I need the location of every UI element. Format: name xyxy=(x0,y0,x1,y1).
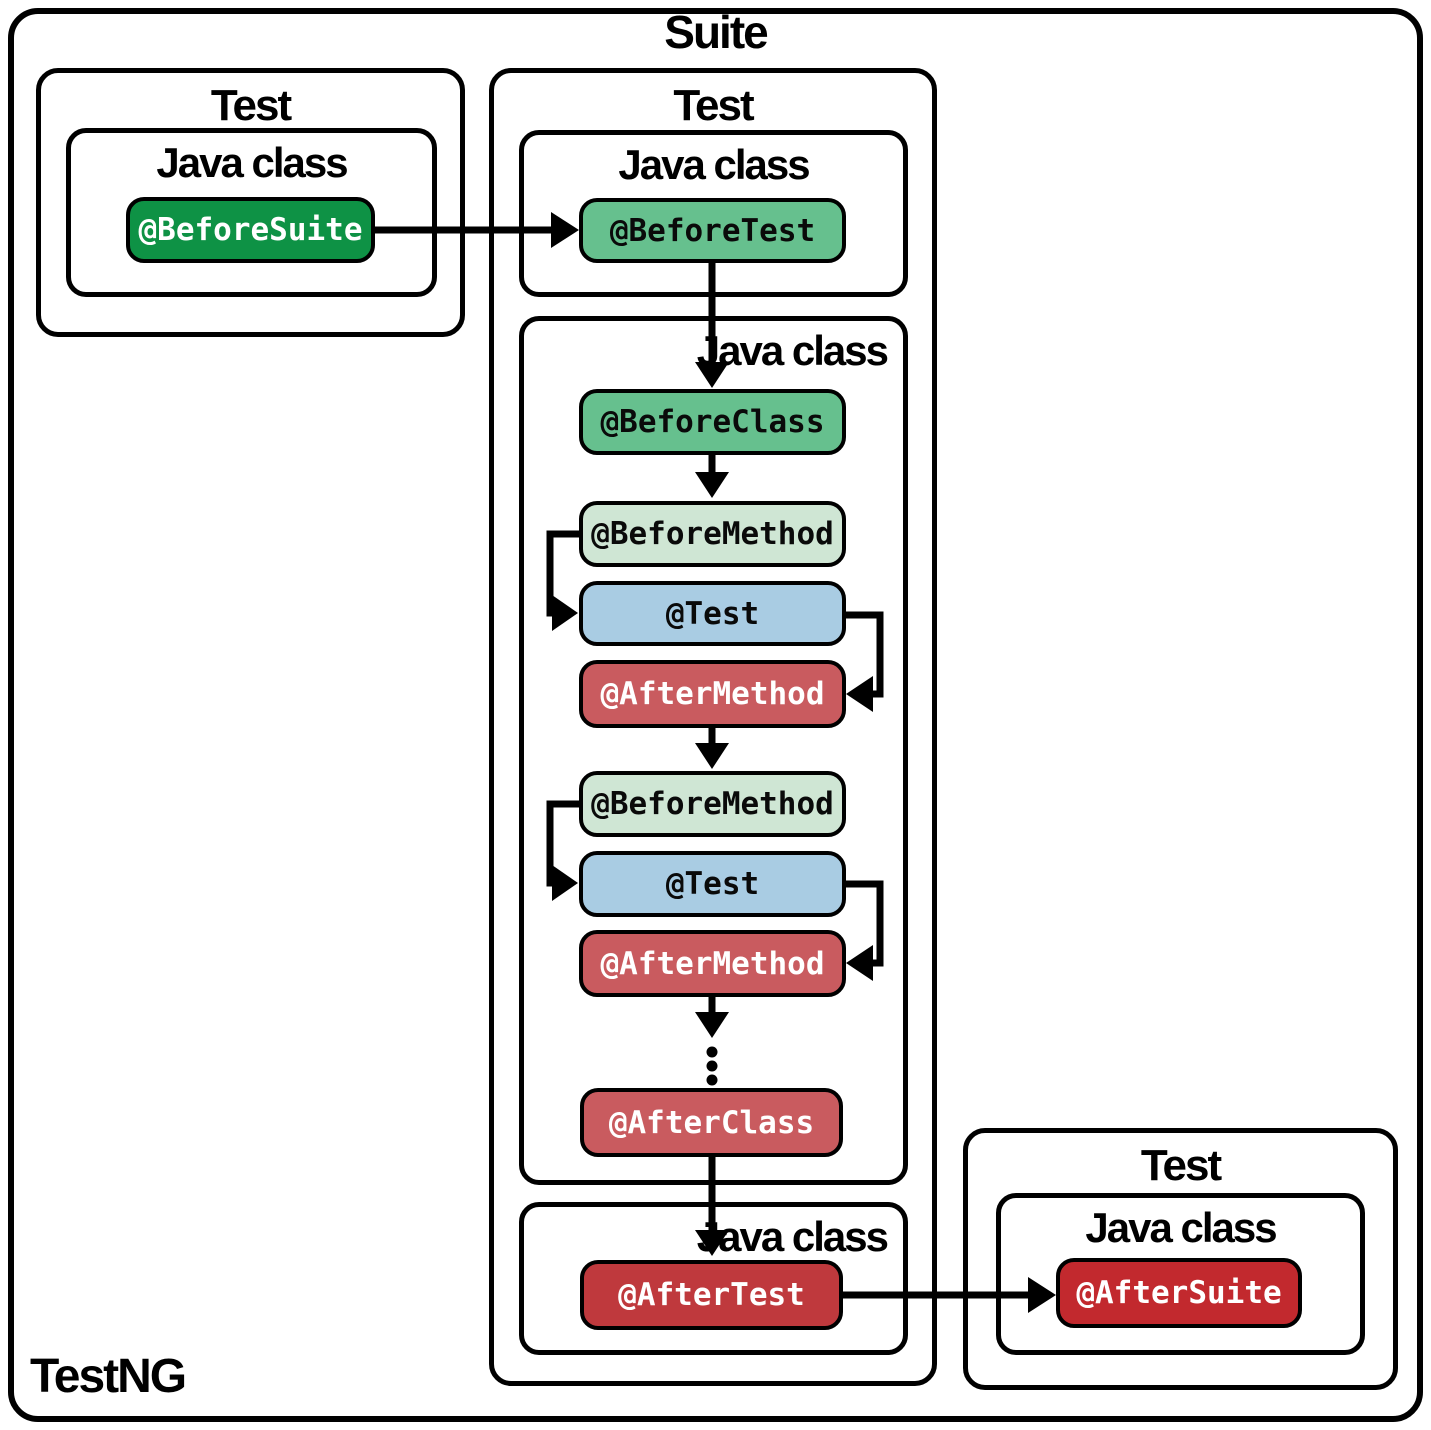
before-suite-pill: @BeforeSuite xyxy=(126,197,375,263)
before-test-pill: @BeforeTest xyxy=(579,198,846,263)
after-class-pill: @AfterClass xyxy=(580,1088,843,1157)
test-pill-2: @Test xyxy=(579,851,846,917)
left-test-title: Test xyxy=(210,81,292,130)
right-java-class-title: Java class xyxy=(1085,1204,1277,1251)
before-class-pill: @BeforeClass xyxy=(579,389,846,455)
before-method-pill-2: @BeforeMethod xyxy=(579,771,846,837)
middle-test-title: Test xyxy=(673,81,754,130)
after-method-pill-1: @AfterMethod xyxy=(579,660,846,728)
middle-java-class-main-title: Java class xyxy=(696,327,889,374)
middle-java-class-top-title: Java class xyxy=(618,141,810,188)
framework-label: TestNG xyxy=(30,1350,187,1403)
after-suite-pill: @AfterSuite xyxy=(1056,1258,1302,1328)
middle-java-class-bottom-title: Java class xyxy=(696,1213,889,1260)
left-java-class-title: Java class xyxy=(156,139,348,186)
after-test-pill: @AfterTest xyxy=(580,1260,843,1330)
before-method-pill-1: @BeforeMethod xyxy=(579,501,846,567)
test-pill-1: @Test xyxy=(579,581,846,646)
right-test-title: Test xyxy=(1140,1141,1222,1190)
suite-title: Suite xyxy=(664,6,768,58)
after-method-pill-2: @AfterMethod xyxy=(579,930,846,997)
